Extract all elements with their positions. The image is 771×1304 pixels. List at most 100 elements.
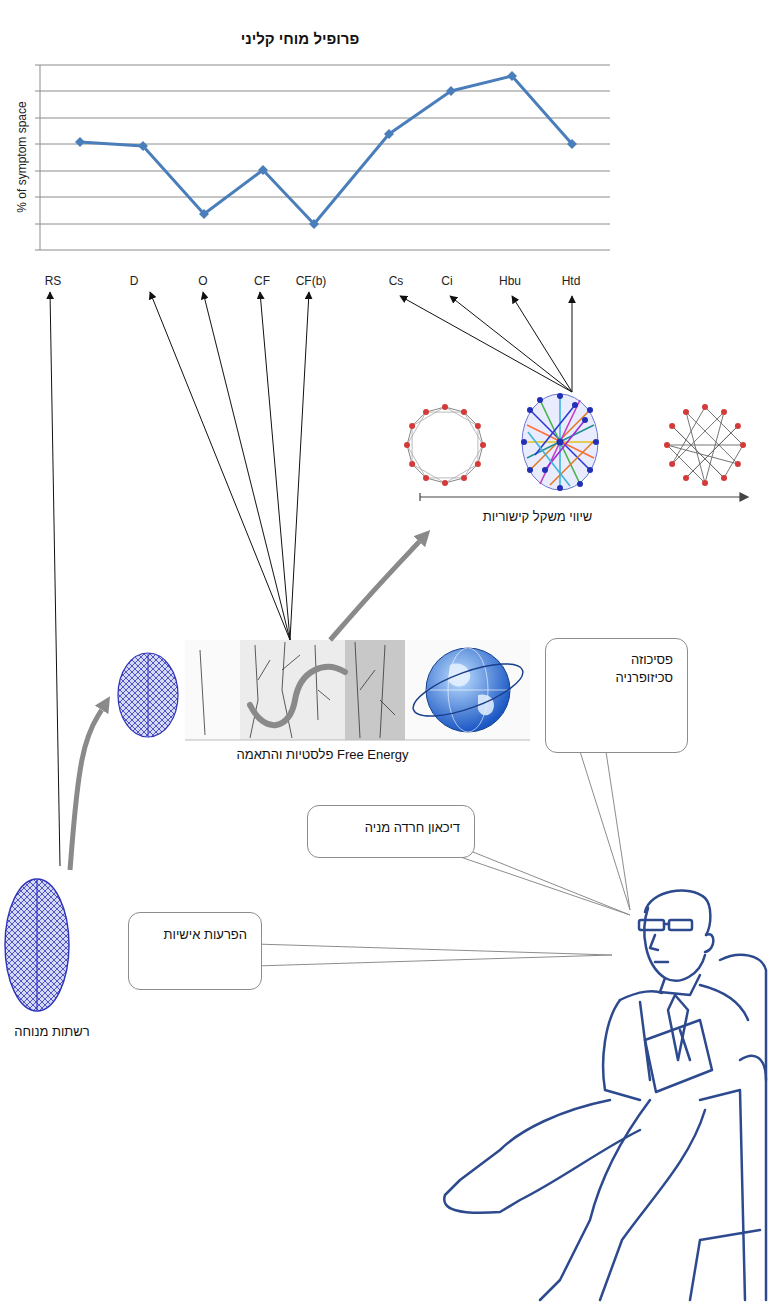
- brain-network: [537, 397, 543, 403]
- free-energy-illustration: [185, 640, 530, 740]
- brain-network: [587, 467, 593, 473]
- data-marker: [138, 141, 148, 151]
- label-slot: Hbu: [499, 274, 521, 288]
- speech-bubble: הפרעות אישיות: [128, 912, 262, 990]
- lattice-graph: [423, 475, 429, 481]
- lattice-graph: [412, 407, 478, 483]
- data-marker: [507, 71, 517, 81]
- brain-network: [527, 467, 533, 473]
- brain-image: [148, 654, 149, 736]
- therapist-sketch: [600, 1110, 705, 1300]
- leader-arrow: [450, 296, 572, 392]
- axis-label: CF: [254, 274, 270, 288]
- text-wrap: פסיכוזה סכיזופרניה: [573, 651, 673, 686]
- lattice-graph: [475, 423, 481, 429]
- label-slot: Htd: [562, 274, 581, 288]
- brain-network: [582, 417, 588, 423]
- label-slot: D: [130, 274, 139, 288]
- free-energy-illustration: [185, 740, 530, 741]
- random-graph: [683, 475, 689, 481]
- label-slot: RS: [45, 274, 62, 288]
- lattice-graph: [461, 475, 467, 481]
- axis-title: % of symptom space: [15, 101, 29, 212]
- text-wrap: רשתות מנוחה: [14, 1023, 90, 1045]
- neuron-sketch: [200, 650, 205, 735]
- label-slot: CF: [254, 274, 270, 288]
- random-graph: [669, 423, 675, 429]
- random-graph: [666, 407, 743, 483]
- data-marker: [384, 129, 394, 139]
- leader-arrow: [203, 292, 290, 640]
- random-graph: [702, 404, 708, 410]
- brain-image: [118, 653, 178, 737]
- leader-arrow: [50, 292, 60, 866]
- illustration-caption-box: Free Energy פלסטיות והתאמה: [110, 640, 535, 768]
- random-graph: [667, 445, 705, 483]
- axis-label: Htd: [562, 274, 581, 288]
- therapist-sketch: [660, 975, 700, 995]
- lattice-graph: [409, 423, 415, 429]
- random-graph: [664, 404, 746, 486]
- title-slot: פרופיל מוחי קליני: [0, 30, 600, 47]
- random-graph: [721, 475, 727, 481]
- label-slot: O: [198, 274, 207, 288]
- random-graph: [672, 426, 724, 478]
- therapist-sketch: [690, 1056, 766, 1300]
- axis-label: Cs: [389, 274, 404, 288]
- random-graph: [672, 412, 724, 464]
- lattice-graph: [407, 407, 483, 483]
- brain-network: [577, 481, 583, 487]
- data-marker: [75, 71, 577, 229]
- rest-brain-image: [36, 880, 37, 1010]
- grid-line: [40, 224, 610, 225]
- rest-brain-image: [5, 879, 69, 1011]
- lattice-graph: [409, 461, 415, 467]
- axis-label: RS: [45, 274, 62, 288]
- therapist-sketch: [645, 1020, 712, 1092]
- brain-network: [521, 439, 527, 445]
- grid-line: [40, 118, 610, 119]
- label-slot: Cs: [389, 274, 404, 288]
- node-text: שיווי משקל קישוריות: [483, 508, 593, 526]
- brain-network: [550, 440, 595, 485]
- speech-bubble: דיכאון חרדה מניה: [307, 805, 475, 858]
- lattice-graph: [480, 442, 486, 448]
- order-axis: [420, 493, 748, 501]
- free-energy-illustration: [345, 640, 405, 740]
- brain-network: [524, 396, 596, 488]
- globe-image: [426, 648, 510, 732]
- brain-network: [557, 393, 563, 399]
- brain-network: [587, 407, 593, 413]
- neuron-sketch: [380, 645, 395, 738]
- brain-image: [118, 653, 178, 737]
- data-marker: [258, 165, 268, 175]
- node-text: רשתות מנוחה: [14, 1023, 90, 1041]
- lattice-graph: [442, 404, 448, 410]
- grid-line: [40, 171, 610, 172]
- axis-label: Hbu: [499, 274, 521, 288]
- node-text: Free Energy פלסטיות והתאמה: [236, 746, 408, 764]
- flow-arrow: [70, 710, 102, 870]
- brain-network: [521, 393, 599, 491]
- lattice-graph: [475, 461, 481, 467]
- leader-arrow: [260, 292, 290, 640]
- text-wrap: שיווי משקל קישוריות: [483, 508, 593, 530]
- lattice-graph: [442, 480, 448, 486]
- grid-line: [40, 197, 610, 198]
- globe-image: [407, 648, 528, 732]
- therapist-sketch: [603, 1000, 650, 1100]
- neuron-sketch: [355, 642, 375, 738]
- random-graph: [666, 445, 743, 446]
- free-energy-illustration: [250, 667, 345, 725]
- free-energy-illustration: [118, 640, 530, 740]
- label-slot: % of symptom space: [15, 101, 29, 212]
- order-axis: [740, 493, 748, 501]
- grid-line: [40, 250, 610, 251]
- bubble-tail: [578, 745, 630, 910]
- lattice-graph: [461, 409, 467, 415]
- brain-network: [527, 407, 533, 413]
- order-axis: [420, 496, 744, 497]
- node-text: הפרעות אישיות: [164, 926, 247, 944]
- random-graph: [702, 480, 708, 486]
- brain-network: [521, 393, 599, 491]
